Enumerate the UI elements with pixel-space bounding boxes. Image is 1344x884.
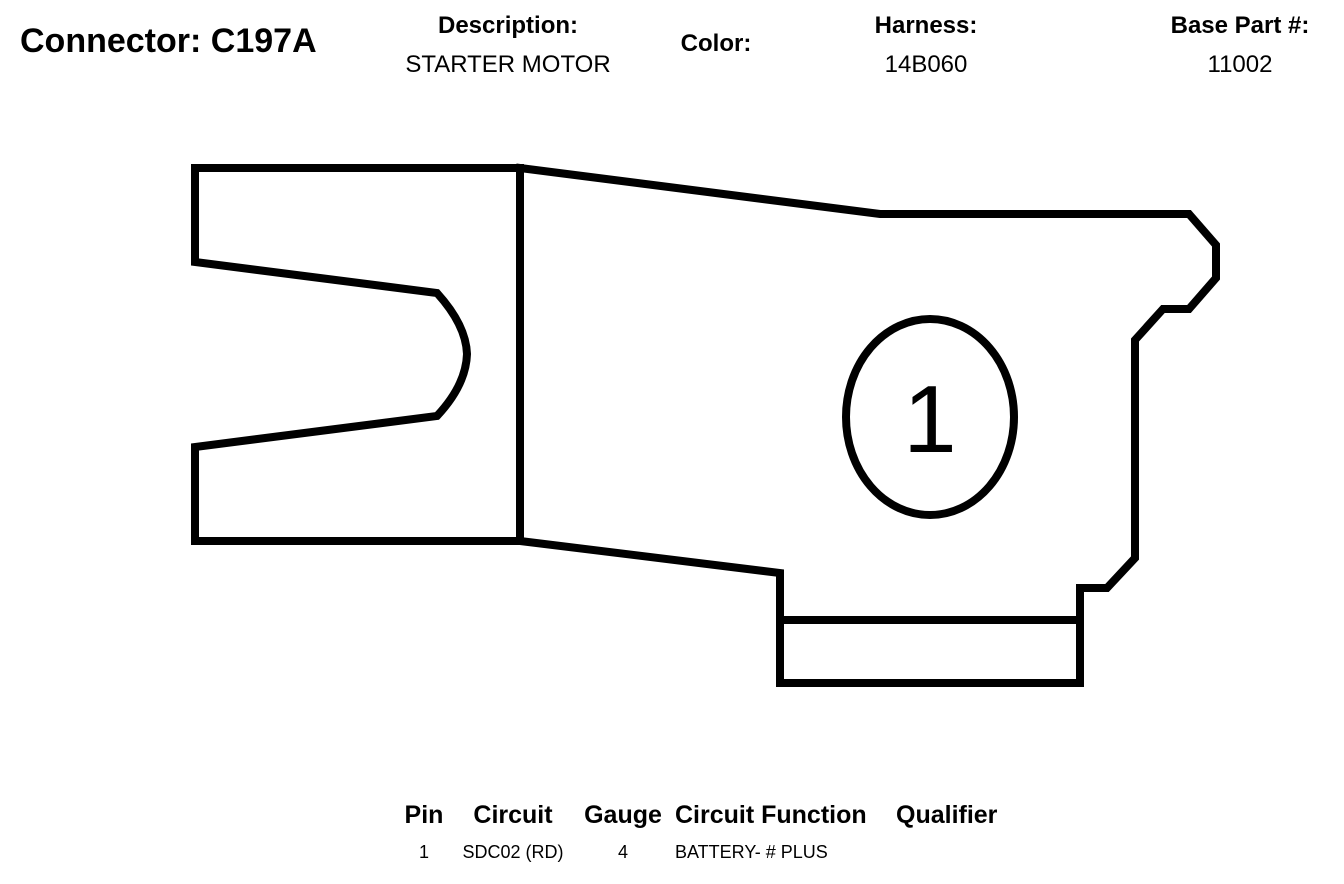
harness-label: Harness: (874, 12, 978, 39)
pin-table-cell-function: BATTERY- # PLUS (675, 842, 828, 862)
connector-left-fork (191, 164, 524, 545)
pin-table-header-qualifier: Qualifier (896, 801, 998, 829)
connector-id: C197A (210, 22, 317, 60)
connector-body-outline (515, 163, 1220, 687)
pin-table-header-gauge: Gauge (584, 801, 662, 829)
pin-table-cell-pin: 1 (418, 842, 430, 862)
pin-1-cavity (842, 315, 1018, 519)
pin-table-cell-circuit: SDC02 (RD) (462, 842, 564, 862)
base-part-label: Base Part #: (1170, 12, 1310, 39)
connector-label: Connector: (20, 22, 202, 60)
description-label: Description: (437, 12, 579, 39)
pin-table-header-circuit: Circuit (473, 801, 553, 829)
color-label: Color: (680, 30, 752, 57)
base-part-value: 11002 (1207, 51, 1273, 78)
description-value: STARTER MOTOR (405, 51, 611, 78)
pin-table-header-pin: Pin (404, 801, 444, 829)
connector-title: Connector: C197A (20, 22, 317, 61)
pin-table-header-function: Circuit Function (675, 801, 867, 829)
harness-value: 14B060 (884, 51, 968, 78)
pin-1-label: 1 (903, 366, 956, 473)
pin-table-cell-gauge: 4 (617, 842, 629, 862)
